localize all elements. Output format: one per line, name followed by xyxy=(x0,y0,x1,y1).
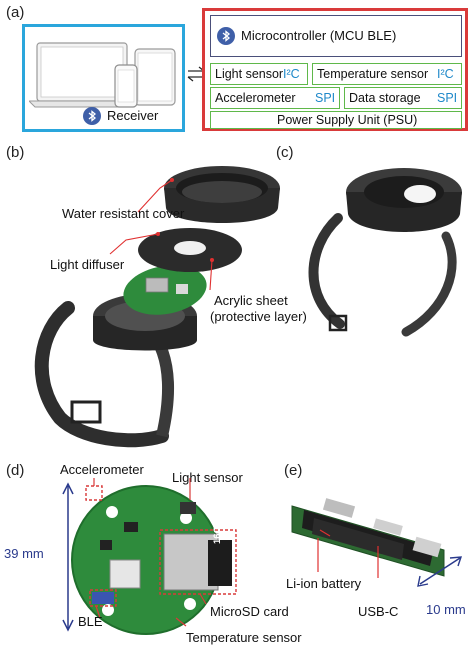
light-sensor-name: Light sensor xyxy=(215,67,284,81)
watch-strap xyxy=(308,213,345,329)
watch-strap xyxy=(34,301,169,448)
temperature-sensor-name: Temperature sensor xyxy=(317,67,429,81)
strap-buckle xyxy=(328,314,348,332)
label-protective-layer: (protective layer) xyxy=(210,309,307,324)
light-sensor-bus: I²C xyxy=(283,67,300,81)
accelerometer-box: Accelerometer SPI xyxy=(210,87,340,109)
pcb-illustration xyxy=(62,478,237,635)
panel-label-d: (d) xyxy=(6,462,25,479)
data-storage-name: Data storage xyxy=(349,91,421,105)
assembled-watch-illustration xyxy=(308,168,462,337)
receiver-label: Receiver xyxy=(107,108,159,123)
label-water-resistant-cover: Water resistant cover xyxy=(62,206,185,221)
accelerometer-bus: SPI xyxy=(315,91,336,105)
devices-illustration xyxy=(29,42,176,108)
mcu-title: Microcontroller (MCU BLE) xyxy=(241,28,397,43)
sd-capacity-label: 16GB xyxy=(212,519,223,544)
mcu-box: Microcontroller (MCU BLE) xyxy=(210,15,462,57)
label-microsd-card: MicroSD card xyxy=(210,604,289,619)
temperature-sensor-bus: I²C xyxy=(437,67,454,81)
bluetooth-icon xyxy=(217,27,235,45)
side-view-illustration xyxy=(291,498,463,587)
data-storage-box: Data storage SPI xyxy=(344,87,462,109)
panel-label-e: (e) xyxy=(284,462,303,479)
panel-label-b: (b) xyxy=(6,144,25,161)
psu-box: Power Supply Unit (PSU) xyxy=(210,111,462,129)
temperature-sensor-box: Temperature sensor I²C xyxy=(312,63,462,85)
label-accelerometer: Accelerometer xyxy=(60,462,144,477)
microsd-card xyxy=(208,540,232,586)
battery-body xyxy=(312,518,404,560)
label-thickness: 10 mm xyxy=(426,602,466,617)
psu-name: Power Supply Unit (PSU) xyxy=(277,113,418,127)
data-storage-bus: SPI xyxy=(437,91,458,105)
label-light-diffuser: Light diffuser xyxy=(50,257,125,272)
ble-module xyxy=(109,559,141,589)
light-sensor-box: Light sensor I²C xyxy=(210,63,308,85)
label-acrylic-sheet: Acrylic sheet xyxy=(214,293,288,308)
panel-label-c: (c) xyxy=(276,144,294,161)
label-ble: BLE xyxy=(78,614,103,629)
label-temperature-sensor: Temperature sensor xyxy=(186,630,302,645)
receiver-box: Receiver xyxy=(22,24,185,132)
label-usb-c: USB-C xyxy=(358,604,399,619)
bluetooth-icon xyxy=(83,107,101,125)
accelerometer-name: Accelerometer xyxy=(215,91,296,105)
label-li-ion-battery: Li-ion battery xyxy=(286,576,362,591)
strap-buckle xyxy=(70,400,102,424)
panel-label-a: (a) xyxy=(6,4,25,21)
exploded-view-illustration xyxy=(34,166,280,448)
label-diameter: 39 mm xyxy=(4,546,44,561)
system-box: Microcontroller (MCU BLE) Light sensor I… xyxy=(202,8,468,131)
